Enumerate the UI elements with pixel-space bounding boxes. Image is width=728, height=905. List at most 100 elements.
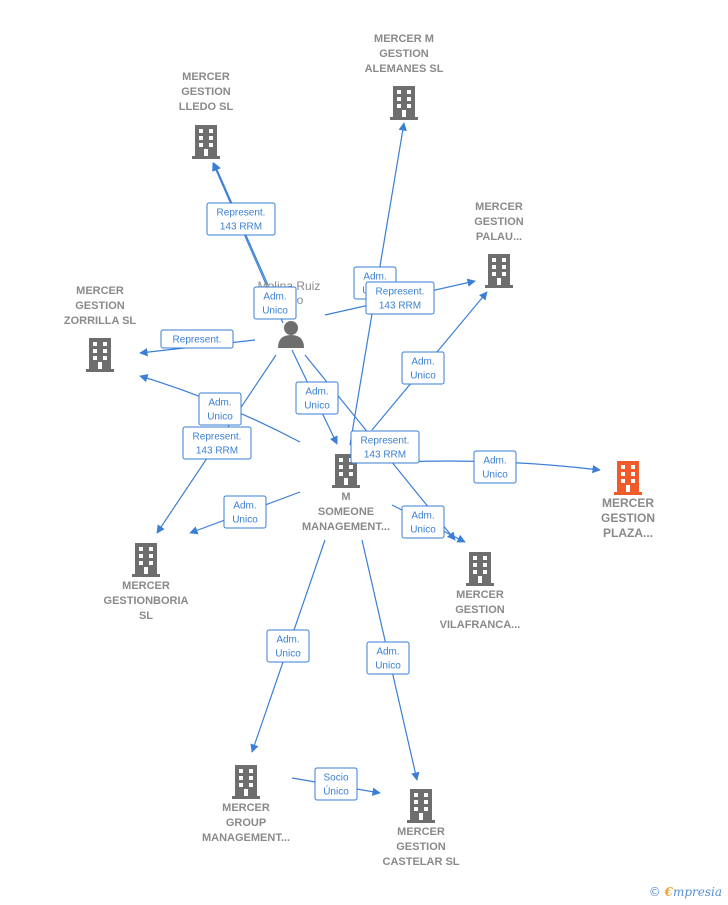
edge-label-e-palau-rep[interactable]: Represent. 143 RRM <box>365 281 435 315</box>
edge-label-e-castelar[interactable]: Adm. Unico <box>366 641 410 675</box>
building-icon <box>86 338 114 372</box>
edge-label-text: Socio <box>323 773 348 784</box>
company-label-line: GESTION <box>181 86 231 98</box>
company-label-line: PALAU... <box>476 231 522 243</box>
company-label-line: GESTION <box>474 216 524 228</box>
building-icon <box>614 461 642 495</box>
company-label-line: PLAZA... <box>603 526 653 540</box>
building-icon <box>390 86 418 120</box>
edge-label-text: Unico <box>304 401 330 412</box>
edge-label-e-group[interactable]: Adm.Unico <box>266 629 310 663</box>
company-node-group[interactable]: MERCER GROUP MANAGEMENT... <box>202 765 290 844</box>
building-icon <box>192 125 220 159</box>
edge-label-box <box>182 426 252 460</box>
company-node-plaza[interactable]: MERCERGESTIONPLAZA... <box>601 461 655 540</box>
edge-label-text: Unico <box>375 661 401 672</box>
edge-label-e-lledo[interactable]: Represent. 143 RRM <box>206 202 276 236</box>
company-label-line: GROUP <box>226 817 266 829</box>
edge-label-box <box>206 202 276 236</box>
edge-label-text: Unico <box>410 371 436 382</box>
company-node-boria[interactable]: MERCER GESTIONBORIA SL <box>104 543 189 622</box>
company-label-line: MANAGEMENT... <box>302 521 390 533</box>
company-label-line: GESTION <box>379 48 429 60</box>
edge-label-e-palau-adm[interactable]: Adm. Unico <box>401 351 445 385</box>
copyright-symbol: © <box>648 885 661 899</box>
edge-label-e-boria-adm[interactable]: Adm.Unico <box>223 495 267 529</box>
edge-label-box <box>160 329 234 349</box>
building-icon <box>132 543 160 577</box>
person-node[interactable]: Molina Ruiz o <box>258 279 321 348</box>
edge-label-text: Adm. <box>483 456 506 467</box>
edge-label-text: Adm. <box>363 272 386 283</box>
edge-label-text: Adm. <box>263 292 286 303</box>
company-node-vilafranca[interactable]: MERCERGESTIONVILAFRANCA... <box>440 552 521 631</box>
company-node-someone[interactable]: MSOMEONEMANAGEMENT... <box>302 454 390 533</box>
company-label-line: MERCER <box>602 496 654 510</box>
company-label-line: GESTION <box>455 604 505 616</box>
edge-label-text: Represent. <box>361 436 410 447</box>
edge-label-box <box>198 392 242 426</box>
edge-label-text: Unico <box>207 412 233 423</box>
edge-label-e-vila-rep[interactable]: Represent. 143 RRM <box>350 430 420 464</box>
company-label-line: MERCER <box>456 589 504 601</box>
edge-label-box <box>473 450 517 484</box>
edge-label-text: Adm. <box>208 398 231 409</box>
edge-label-box <box>401 351 445 385</box>
company-label-line: ZORRILLA SL <box>64 315 137 327</box>
edge-label-text: Adm. <box>411 357 434 368</box>
company-label-line: MERCER <box>397 826 445 838</box>
company-label-line: MERCER <box>475 201 523 213</box>
edge-label-text: 143 RRM <box>196 446 238 457</box>
edge-label-box <box>401 505 445 539</box>
edge-label-box <box>365 281 435 315</box>
edge-label-e-zorrilla-adm[interactable]: Adm. Unico <box>198 392 242 426</box>
edge-label-text: Represent. <box>173 335 222 346</box>
logo-e: € <box>664 885 673 899</box>
company-label-line: MERCER <box>76 285 124 297</box>
edge-label-e-zorrilla[interactable]: Represent. <box>160 329 234 349</box>
company-label-line: MERCER M <box>374 33 434 45</box>
edge-label-text: Represent. <box>193 432 242 443</box>
company-label-line: GESTIONBORIA <box>104 595 189 607</box>
edge-label-text: Unico <box>482 470 508 481</box>
company-label-line: M <box>341 491 350 503</box>
edge-label-box <box>295 381 339 415</box>
logo-text: mpresia <box>672 885 722 899</box>
edge-label-e-boria-rep[interactable]: Represent. 143 RRM <box>182 426 252 460</box>
edge-label-text: Represent. <box>376 287 425 298</box>
edge-label-e-plaza[interactable]: Adm. Unico <box>473 450 517 484</box>
empresia-logo: © €mpresia <box>649 885 722 899</box>
edge-label-text: Adm. <box>376 647 399 658</box>
edge-label-text: Unico <box>232 515 258 526</box>
edge-label-text: Adm. <box>305 387 328 398</box>
edge-label-text: 143 RRM <box>220 222 262 233</box>
edge-label-text: Unico <box>410 525 436 536</box>
company-label-line: MERCER <box>182 71 230 83</box>
edge-label-text: 143 RRM <box>364 450 406 461</box>
company-label-line: SL <box>139 610 153 622</box>
edge-label-text: 143 RRM <box>379 301 421 312</box>
company-label-line: GESTION <box>601 511 655 525</box>
edge-label-e-someone-adm[interactable]: Adm. Unico <box>295 381 339 415</box>
building-icon <box>232 765 260 799</box>
building-icon <box>485 254 513 288</box>
company-label-line: MERCER <box>222 802 270 814</box>
edge-label-e-person-adm[interactable]: Adm. Unico <box>253 286 297 320</box>
edge-label-text: Represent. <box>217 208 266 219</box>
edge-label-box <box>266 629 310 663</box>
company-node-palau[interactable]: MERCER GESTION PALAU... <box>474 201 524 288</box>
company-label-line: MERCER <box>122 580 170 592</box>
company-node-alemanes[interactable]: MERCER M GESTION ALEMANES SL <box>365 33 444 120</box>
edge-label-text: Adm. <box>276 635 299 646</box>
company-label-line: ALEMANES SL <box>365 63 444 75</box>
company-label-line: MANAGEMENT... <box>202 832 290 844</box>
person-label-line-1: o <box>297 293 304 307</box>
building-icon <box>407 789 435 823</box>
edge-label-text: Unico <box>262 306 288 317</box>
edge-label-e-vila-adm[interactable]: Adm.Unico <box>401 505 445 539</box>
